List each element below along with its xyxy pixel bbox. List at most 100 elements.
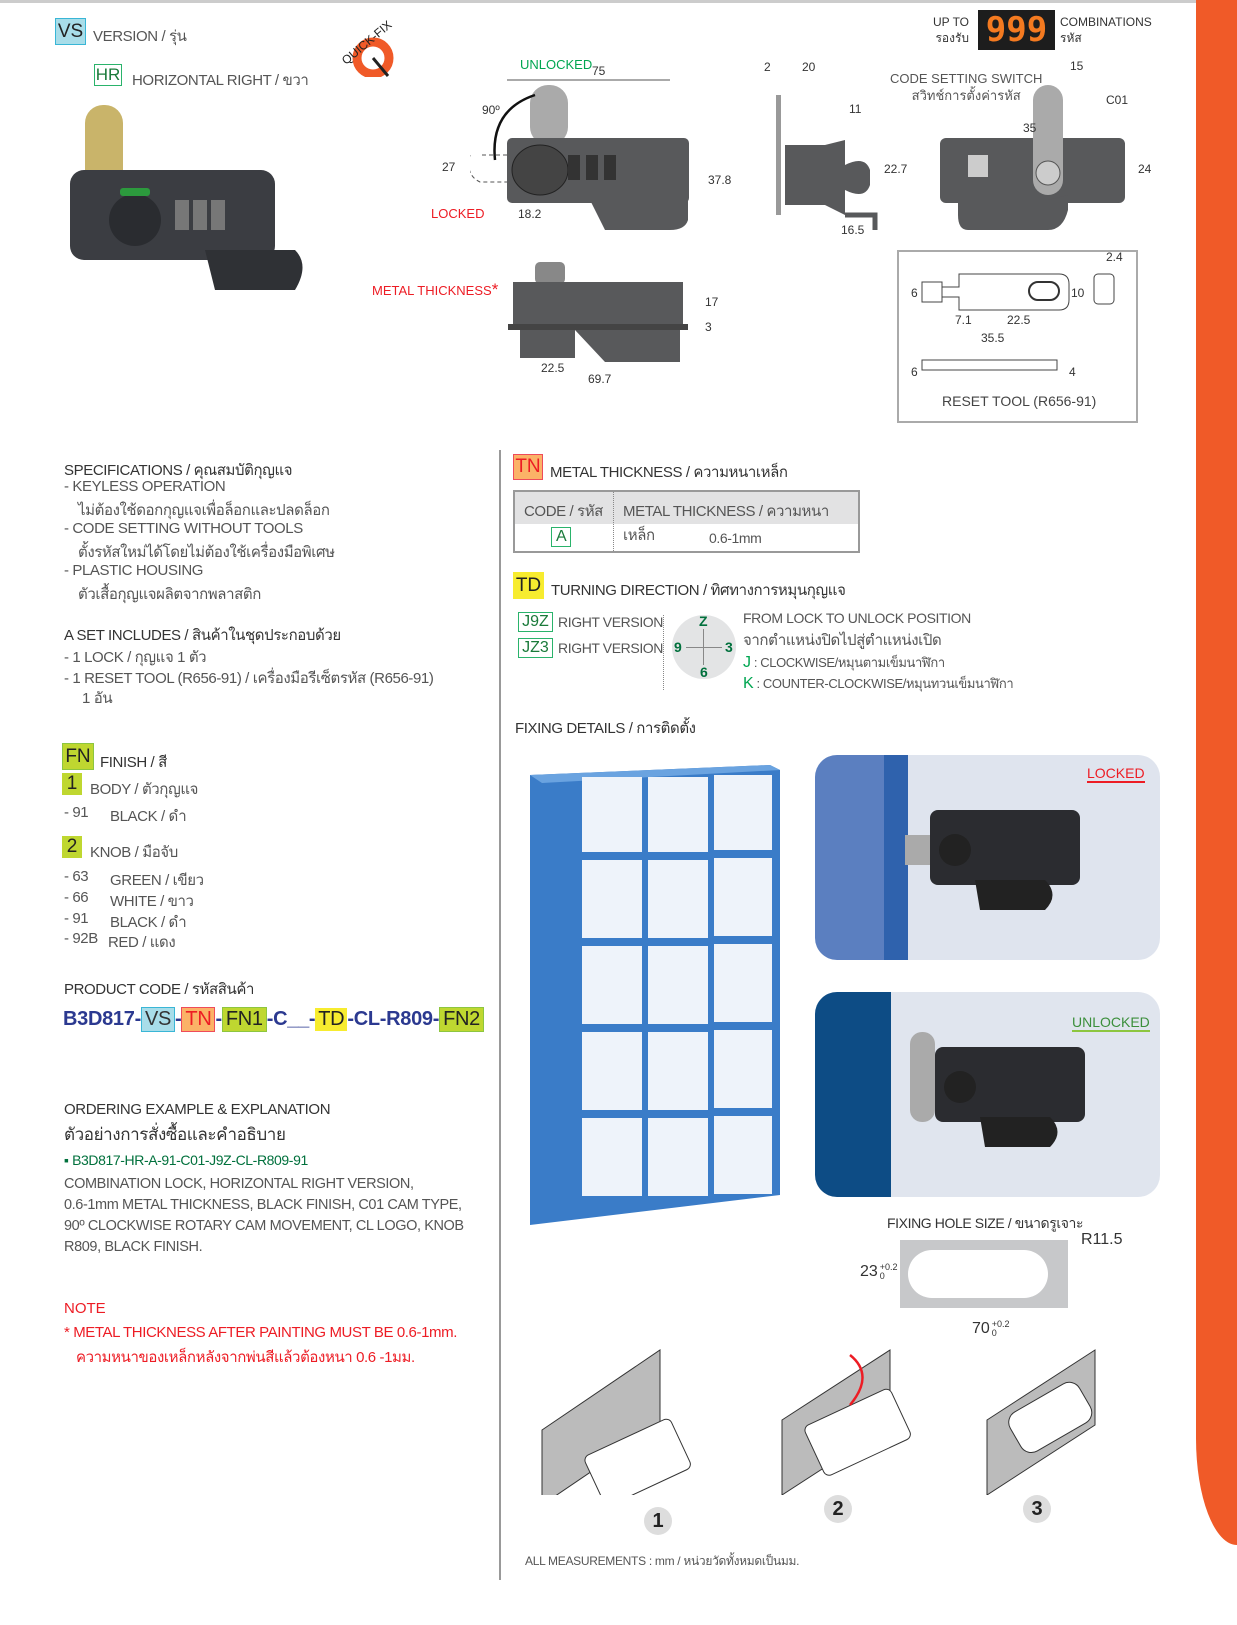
option-label: RIGHT VERSION (558, 640, 664, 656)
finish-name: BLACK / ดำ (110, 914, 187, 931)
metal-thickness-callout: METAL THICKNESS* (372, 280, 498, 300)
install-step-3-illustration (985, 1345, 1115, 1496)
version-label: VERSION / รุ่น (93, 28, 187, 45)
ordering-desc-line: 0.6-1mm METAL THICKNESS, BLACK FINISH, C… (64, 1197, 462, 1213)
locked-photo: LOCKED (815, 755, 1160, 960)
product-code-title: PRODUCT CODE / รหัสสินค้า (64, 981, 255, 998)
clock-9: 9 (674, 639, 682, 655)
dim-6: 6 (911, 286, 918, 300)
code-td: TD (315, 1008, 348, 1031)
column-divider (499, 450, 501, 1580)
fixing-hole-title: FIXING HOLE SIZE / ขนาดรูเจาะ (887, 1215, 1084, 1231)
dim-20: 20 (802, 60, 816, 74)
finish-badge: FN (62, 743, 94, 770)
knob-label: KNOB / มือจับ (90, 844, 178, 861)
code-logo-knob: -CL-R809- (347, 1008, 440, 1030)
bottom-view-drawing (505, 262, 690, 367)
dim-18-2: 18.2 (518, 207, 542, 221)
dim-6b: 6 (911, 365, 918, 379)
code-switch-label: CODE SETTING SWITCH (890, 71, 1043, 86)
install-step-2-illustration (780, 1345, 930, 1496)
finish-label: FINISH / สี (100, 754, 167, 771)
turning-desc-th: จากตำแหน่งปิดไปสู่ตำแหน่งเปิด (743, 632, 942, 649)
quick-fix-logo: QUICK-FIX (328, 12, 408, 79)
spec-item: - KEYLESS OPERATION (64, 478, 226, 495)
reset-tool-title: RESET TOOL (R656-91) (942, 393, 1097, 409)
cell-thickness: 0.6-1mm (709, 530, 762, 546)
locked-label: LOCKED (431, 206, 485, 221)
dim-17: 17 (705, 295, 719, 309)
col-header-code: CODE / รหัส (524, 503, 603, 520)
clock-3: 3 (725, 639, 733, 655)
unlocked-photo: UNLOCKED (815, 992, 1160, 1197)
step-2-number: 2 (824, 1495, 852, 1523)
orange-side-band (1196, 0, 1237, 1545)
clock-dial-icon: Z 9 3 6 (672, 613, 736, 680)
tol-plus: +0.2 (879, 1262, 898, 1272)
code-fn2: FN2 (439, 1007, 484, 1032)
finish-name: RED / แดง (108, 934, 176, 951)
step-1-number: 1 (644, 1507, 672, 1535)
unlocked-label: UNLOCKED (520, 57, 593, 72)
option-jz3-badge: JZ3 (518, 638, 553, 658)
asterisk: * (491, 280, 499, 299)
option-label: RIGHT VERSION (558, 614, 664, 630)
ordering-title: ORDERING EXAMPLE & EXPLANATION (64, 1101, 331, 1118)
k-key: K (743, 675, 754, 692)
code-sep: - (175, 1008, 182, 1030)
thickness-table: CODE / รหัส METAL THICKNESS / ความหนาเหล… (513, 490, 860, 553)
finish-code: - 66 (64, 889, 89, 906)
dim-3: 3 (705, 320, 712, 334)
dim-15: 15 (1070, 59, 1084, 73)
spec-item: - PLASTIC HOUSING (64, 562, 204, 579)
dim-69-7: 69.7 (588, 372, 612, 386)
dim-16-5: 16.5 (841, 223, 865, 237)
code-prefix: B3D817- (63, 1008, 141, 1030)
knob-badge: 2 (62, 836, 82, 858)
step-3-number: 3 (1023, 1495, 1051, 1523)
dim-22-5: 22.5 (541, 361, 565, 375)
version-badge: VS (55, 18, 86, 45)
dim-75: 75 (592, 64, 606, 78)
tol-zero: 0 (991, 1328, 997, 1338)
dim-24: 24 (1138, 162, 1152, 176)
turning-label: TURNING DIRECTION / ทิศทางการหมุนกุญแจ (551, 582, 846, 599)
ordering-desc-line: 90º CLOCKWISE ROTARY CAM MOVEMENT, CL LO… (64, 1218, 464, 1234)
hole-height: 23 (860, 1263, 878, 1280)
dim-2-4: 2.4 (1106, 250, 1123, 264)
measurement-footnote: ALL MEASUREMENTS : mm / หน่วยวัดทั้งหมดเ… (525, 1554, 800, 1568)
spec-item: - CODE SETTING WITHOUT TOOLS (64, 520, 303, 537)
cam-c01-label: C01 (1106, 93, 1129, 107)
side-view-drawing (765, 75, 885, 235)
clock-z: Z (699, 613, 708, 629)
turning-badge: TD (513, 572, 544, 599)
combinations-th-label: รหัส (1060, 31, 1082, 45)
install-step-1-illustration (540, 1345, 725, 1506)
up-to-label: UP TO (933, 15, 970, 29)
dim-22-5b: 22.5 (1007, 313, 1031, 327)
ordering-desc-line: COMBINATION LOCK, HORIZONTAL RIGHT VERSI… (64, 1176, 414, 1192)
code-fn1: FN1 (221, 1007, 267, 1032)
combinations-display: 999 (978, 10, 1055, 50)
table-header (515, 492, 858, 524)
col-header-thickness: METAL THICKNESS / ความหนาเหล็ก (623, 503, 829, 544)
dim-4: 4 (1069, 365, 1076, 379)
metal-thickness-label: METAL THICKNESS (372, 283, 492, 298)
dim-35: 35 (1023, 121, 1037, 135)
back-view-drawing (938, 85, 1128, 235)
code-switch-th-label: สวิทช์การตั้งค่ารหัส (911, 88, 1021, 103)
spec-item-th: ไม่ต้องใช้ดอกกุญแจเพื่อล็อกและปลดล็อก (78, 502, 330, 519)
hr-label: HORIZONTAL RIGHT / ขวา (132, 72, 309, 89)
code-sep: - (215, 1008, 222, 1030)
finish-code: - 92B (64, 930, 98, 947)
body-badge: 1 (62, 773, 82, 795)
unlocked-photo-label: UNLOCKED (1072, 1014, 1150, 1032)
dim-37-8: 37.8 (708, 173, 732, 187)
ordering-example: ▪ B3D817-HR-A-91-C01-J9Z-CL-R809-91 (64, 1152, 308, 1168)
hr-badge: HR (94, 64, 122, 86)
clock-6: 6 (700, 664, 708, 680)
locker-cabinet-image (530, 765, 780, 1227)
code-tn: TN (181, 1007, 216, 1032)
